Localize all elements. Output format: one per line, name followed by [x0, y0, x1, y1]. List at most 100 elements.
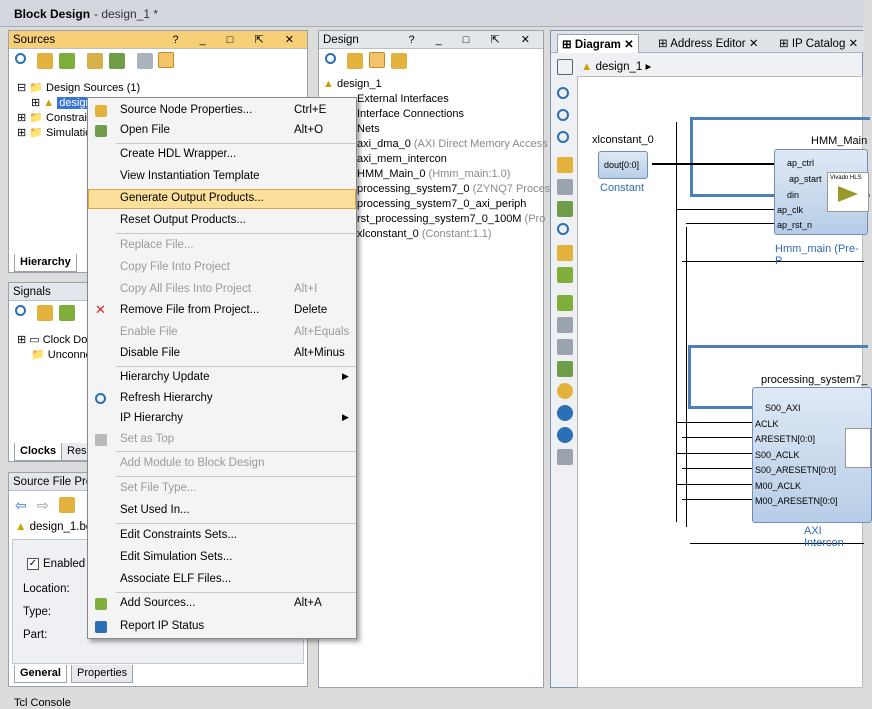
- xlconstant-port: dout[0:0]: [604, 160, 640, 170]
- tab-general[interactable]: General: [14, 665, 67, 683]
- design-item[interactable]: processing_system7_0_axi_periph: [357, 198, 527, 210]
- add-port-icon[interactable]: [557, 339, 573, 355]
- search-icon[interactable]: [15, 53, 26, 64]
- menu-item-generate-output-products[interactable]: Generate Output Products...: [88, 189, 356, 209]
- show-hierarchy-icon[interactable]: [369, 52, 385, 68]
- search-icon[interactable]: [325, 53, 336, 64]
- select-icon[interactable]: [557, 157, 573, 173]
- properties-icon[interactable]: [137, 53, 153, 69]
- hmm-block[interactable]: ap_ctrl ap_start din ap_clk ap_rst_n Viv…: [774, 149, 869, 235]
- tree-item-design-sources[interactable]: ⊟ 📁 Design Sources (1): [17, 82, 141, 94]
- tab-clocks[interactable]: Clocks: [14, 443, 63, 461]
- menu-item-set-used-in[interactable]: Set Used In...: [120, 504, 190, 516]
- menu-item-create-hdl-wrapper[interactable]: Create HDL Wrapper...: [120, 148, 237, 160]
- add-sources-icon[interactable]: [87, 53, 103, 69]
- add-ip-icon[interactable]: [557, 295, 573, 311]
- forward-icon[interactable]: ⇨: [37, 497, 49, 513]
- net-wire: [652, 163, 776, 165]
- tab-hierarchy[interactable]: Hierarchy: [14, 254, 77, 272]
- tab-address-editor[interactable]: ⊞ Address Editor ✕: [658, 38, 759, 50]
- interconnect-block[interactable]: S00_AXI ACLK ARESETN[0:0] S00_ACLK S00_A…: [752, 387, 872, 523]
- diagram-canvas[interactable]: xlconstant_0 dout[0:0] Constant HMM_Main…: [577, 76, 872, 688]
- menu-item-edit-constraints-sets[interactable]: Edit Constraints Sets...: [120, 529, 237, 541]
- menu-item-reset-output-products[interactable]: Reset Output Products...: [120, 214, 246, 226]
- menu-item-ip-hierarchy[interactable]: IP Hierarchy▶: [120, 412, 349, 424]
- refresh-icon: [95, 393, 106, 404]
- design-panel-controls[interactable]: ? _ □ ⇱ ✕: [408, 34, 539, 46]
- search-icon[interactable]: [15, 305, 26, 316]
- settings-icon[interactable]: [59, 497, 75, 513]
- zoom-in-icon[interactable]: [557, 87, 569, 99]
- interconnect-caption: AXI Intercon: [804, 525, 844, 549]
- tcl-console-tab[interactable]: Tcl Console: [14, 697, 71, 709]
- show-sources-icon[interactable]: [158, 52, 174, 68]
- move-icon[interactable]: [557, 179, 573, 195]
- pin-icon[interactable]: [557, 449, 573, 465]
- design-item[interactable]: xlconstant_0 (Constant:1.1): [357, 228, 492, 240]
- menu-item-associate-elf[interactable]: Associate ELF Files...: [120, 573, 232, 585]
- location-label: Location:: [23, 583, 70, 595]
- regenerate-layout-icon[interactable]: [557, 405, 573, 421]
- sources-panel-controls[interactable]: ? _ □ ⇱ ✕: [172, 34, 303, 46]
- expand-all-icon[interactable]: [59, 305, 75, 321]
- type-label: Type:: [23, 606, 52, 618]
- menu-item-report-ip-status[interactable]: Report IP Status: [88, 617, 356, 637]
- collapse-all-icon[interactable]: [37, 53, 53, 69]
- settings-icon[interactable]: [557, 383, 573, 399]
- refresh-icon[interactable]: [557, 427, 573, 443]
- menu-item-hierarchy-update[interactable]: Hierarchy Update▶: [120, 371, 349, 383]
- menu-item-add-sources[interactable]: Add Sources...Alt+A: [88, 594, 356, 614]
- tab-diagram[interactable]: ⊞ Diagram ✕: [557, 34, 639, 53]
- breadcrumb[interactable]: ▲ design_1 ▸: [581, 61, 652, 73]
- design-item[interactable]: rst_processing_system7_0_100M (Pro: [357, 213, 546, 225]
- enabled-checkbox[interactable]: ✓: [27, 558, 39, 570]
- design-item[interactable]: axi_dma_0 (AXI Direct Memory Access: [357, 138, 548, 150]
- design-item[interactable]: Nets: [357, 123, 380, 135]
- net-wire: [682, 261, 864, 262]
- menu-item-refresh-hierarchy[interactable]: Refresh Hierarchy: [88, 389, 356, 409]
- sources-panel-header: Sources ? _ □ ⇱ ✕: [9, 31, 307, 49]
- zoom-area-icon[interactable]: [557, 131, 569, 143]
- zoom-fit-icon[interactable]: [557, 59, 573, 75]
- design-item[interactable]: Interface Connections: [357, 108, 465, 120]
- hierarchy-icon[interactable]: [109, 53, 125, 69]
- validate-design-icon[interactable]: [557, 361, 573, 377]
- collapse-all-icon[interactable]: [347, 53, 363, 69]
- tab-ip-catalog[interactable]: ⊞ IP Catalog ✕: [779, 38, 859, 50]
- tab-properties[interactable]: Properties: [71, 665, 134, 683]
- expand-icon[interactable]: [557, 267, 573, 283]
- search-icon[interactable]: [557, 223, 569, 235]
- design-item[interactable]: axi_mem_intercon: [357, 153, 447, 165]
- back-icon[interactable]: ⇦: [15, 497, 27, 513]
- menu-item-add-module: Add Module to Block Design: [120, 457, 265, 469]
- menu-item-edit-simulation-sets[interactable]: Edit Simulation Sets...: [120, 551, 233, 563]
- make-connection-icon[interactable]: [557, 317, 573, 333]
- tree-view-icon[interactable]: [391, 53, 407, 69]
- design-item[interactable]: processing_system7_0 (ZYNQ7 Proces: [357, 183, 551, 195]
- xlconstant-block[interactable]: dout[0:0]: [598, 151, 648, 179]
- design-item[interactable]: External Interfaces: [357, 93, 449, 105]
- add-sources-icon: [95, 598, 107, 610]
- net-wire: [682, 468, 752, 469]
- expand-all-icon[interactable]: [59, 53, 75, 69]
- sfp-file-name: ▲ design_1.bd: [15, 521, 93, 533]
- xlconstant-title: xlconstant_0: [592, 134, 654, 146]
- design-root[interactable]: ▲ design_1: [323, 78, 382, 90]
- menu-item-source-node-properties[interactable]: Source Node Properties...Ctrl+E: [88, 101, 356, 121]
- design-item[interactable]: HMM_Main_0 (Hmm_main:1.0): [357, 168, 511, 180]
- zoom-out-icon[interactable]: [557, 109, 569, 121]
- hmm-pin: ap_ctrl: [787, 158, 815, 168]
- collapse-icon[interactable]: [557, 245, 573, 261]
- menu-item-view-instantiation-template[interactable]: View Instantiation Template: [120, 170, 260, 182]
- interconnect-title: processing_system7_: [761, 374, 868, 386]
- collapse-all-icon[interactable]: [37, 305, 53, 321]
- net-wire: [686, 227, 687, 527]
- menu-item-remove-file[interactable]: ✕Remove File from Project...Delete: [95, 302, 328, 317]
- hmm-caption: Hmm_main (Pre-P: [775, 243, 859, 267]
- xlconstant-caption: Constant: [600, 182, 645, 194]
- validate-icon[interactable]: [557, 201, 573, 217]
